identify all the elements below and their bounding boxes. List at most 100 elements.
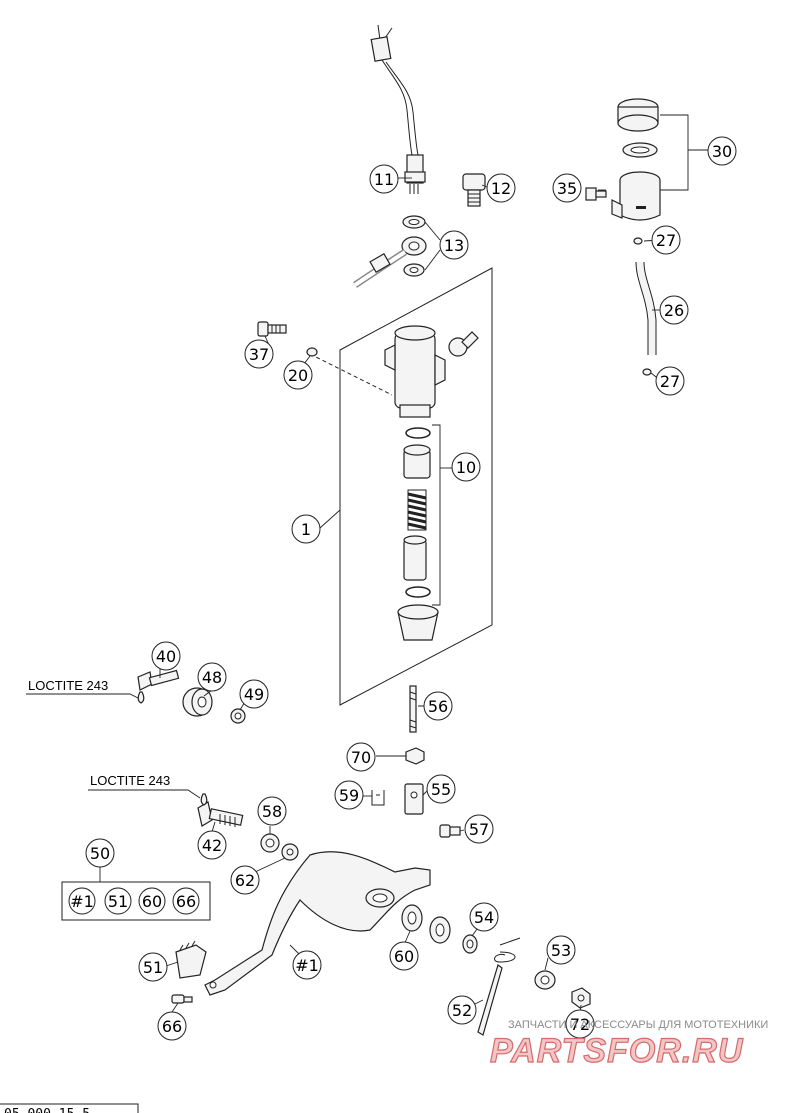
svg-text:1: 1 [301,520,311,539]
callout-59: 59 [334,780,364,810]
kit-item-1: #1 [70,892,94,911]
callout-60: 60 [389,941,419,971]
svg-text:70: 70 [351,748,371,767]
svg-text:50: 50 [90,844,110,863]
callout-10: 10 [451,452,481,482]
pedal-tip-51 [175,940,207,979]
callout-30: 30 [707,136,737,166]
pin-66 [171,994,193,1004]
brake-light-switch [370,24,426,194]
svg-text:#1: #1 [295,956,319,975]
svg-text:40: 40 [156,647,176,666]
svg-text:52: 52 [452,1001,472,1020]
svg-text:59: 59 [339,786,359,805]
svg-text:56: 56 [428,697,448,716]
master-cylinder-panel [339,267,493,706]
callout-pedal-1: #1 [292,950,322,980]
reservoir-hose [635,261,657,355]
callout-55: 55 [426,774,456,804]
svg-text:58: 58 [262,802,282,821]
washer-54 [462,934,478,954]
callout-62: 62 [230,865,260,895]
callout-26: 26 [659,295,689,325]
callout-51: 51 [138,952,168,982]
bearings-60 [401,904,451,944]
callout-37: 37 [244,339,274,369]
washer-62 [281,843,299,861]
svg-text:57: 57 [469,820,489,839]
svg-text:30: 30 [712,142,732,161]
callout-11: 11 [369,164,399,194]
callout-49: 49 [239,679,269,709]
banjo-bolt [462,173,486,207]
lock-washer-49 [230,708,246,724]
svg-text:10: 10 [456,458,476,477]
svg-text:62: 62 [235,871,255,890]
watermark-tagline: ЗАПЧАСТИ И АКСЕССУАРЫ ДЛЯ МОТОТЕХНИКИ [508,1019,768,1031]
brake-hose [353,236,427,288]
callout-54: 54 [469,902,499,932]
pin-57 [439,824,461,838]
svg-text:27: 27 [656,231,676,250]
callout-35: 35 [552,173,582,203]
clevis-55 [404,783,424,815]
callout-53: 53 [546,935,576,965]
kit-item-66: 66 [176,892,196,911]
callout-27-bottom: 27 [655,366,685,396]
clip-59 [371,790,385,806]
svg-text:60: 60 [394,947,414,966]
callout-70: 70 [346,742,376,772]
mounting-bolt [257,321,287,337]
master-cylinder-body [309,325,446,418]
callout-72: 72 [565,1009,595,1039]
loctite-note-2: LOCTITE 243 [90,773,170,788]
loctite-drop-1 [137,691,145,704]
nut-70 [405,747,425,765]
svg-text:66: 66 [162,1017,182,1036]
hose-clamps [633,237,652,376]
svg-text:53: 53 [551,941,571,960]
svg-text:54: 54 [474,908,494,927]
callout-56: 56 [423,691,453,721]
svg-text:20: 20 [288,366,308,385]
piston-kit [397,424,452,641]
callout-42: 42 [197,830,227,860]
washer-58 [260,833,280,853]
svg-text:42: 42 [202,836,222,855]
svg-text:12: 12 [491,179,511,198]
svg-text:05-000-15-5: 05-000-15-5 [4,1107,90,1113]
washer-53 [534,970,556,990]
spacer-48 [182,687,213,717]
callout-27-top: 27 [651,225,681,255]
callout-66: 66 [157,1011,187,1041]
loctite-note-1: LOCTITE 243 [28,678,108,693]
callout-20: 20 [283,360,313,390]
drawing-code-box: 05-000-15-5 [0,1103,139,1113]
callout-48: 48 [197,662,227,692]
svg-text:27: 27 [660,372,680,391]
svg-text:48: 48 [202,668,222,687]
svg-text:26: 26 [664,301,684,320]
spring-52 [477,937,521,1036]
svg-text:35: 35 [557,179,577,198]
watermark-brand: PARTSFOR.RU [490,1032,744,1070]
kit-item-51: 51 [108,892,128,911]
reservoir-screw [585,187,607,201]
callout-50: 50 [85,838,115,868]
washer-small [306,347,318,357]
loctite-drop-2 [200,793,208,806]
screw-42 [197,801,244,827]
svg-text:72: 72 [570,1015,590,1034]
svg-text:37: 37 [249,345,269,364]
svg-text:49: 49 [244,685,264,704]
callout-13: 13 [439,230,469,260]
callout-57: 57 [464,814,494,844]
brake-pedal [204,851,431,996]
kit-item-60: 60 [142,892,162,911]
callout-52: 52 [447,995,477,1025]
fluid-reservoir [611,98,708,221]
callout-1: 1 [291,514,321,544]
svg-text:13: 13 [444,236,464,255]
callout-40: 40 [151,641,181,671]
